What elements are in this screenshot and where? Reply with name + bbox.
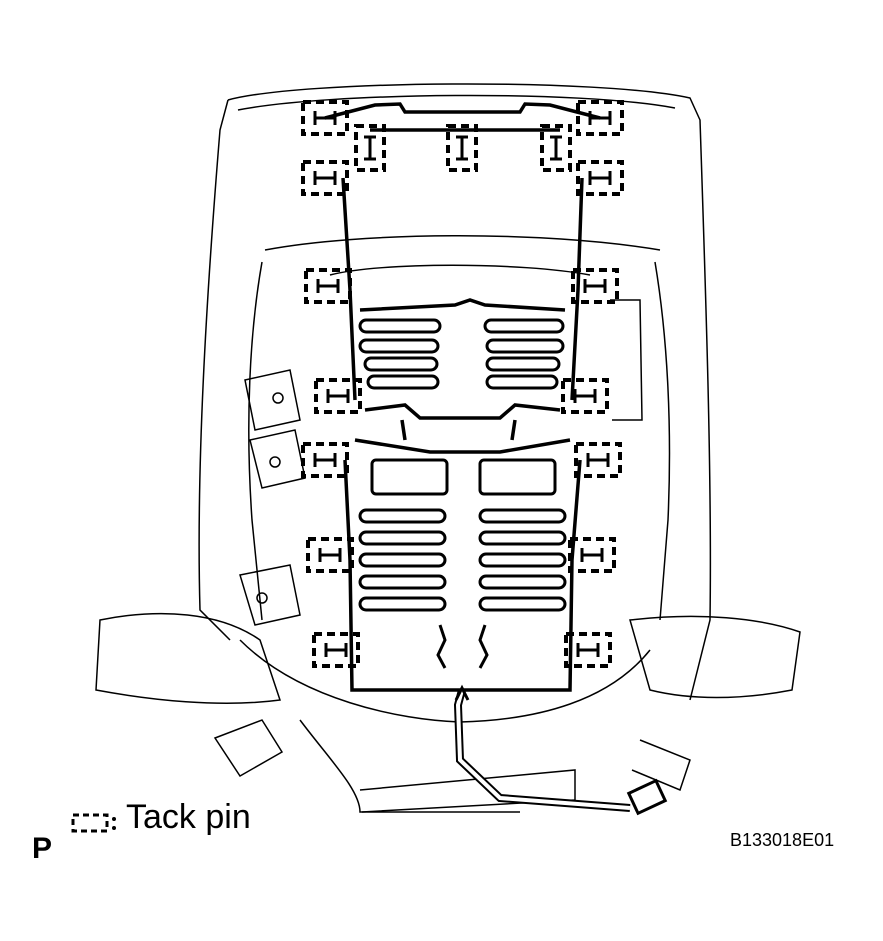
seat-back-outline bbox=[95, 83, 801, 813]
heater-element bbox=[324, 102, 601, 692]
heater-connector-cable bbox=[453, 684, 668, 816]
tack-pin-icon bbox=[304, 268, 352, 304]
tack-pin-icon bbox=[354, 124, 386, 172]
heater-slots bbox=[358, 318, 567, 669]
tack-pin-icon bbox=[561, 378, 609, 414]
panel-letter: P bbox=[32, 832, 53, 865]
tack-pin-icon bbox=[568, 537, 616, 573]
legend-label: Tack pin bbox=[126, 798, 251, 836]
tack-pin-icon bbox=[306, 537, 354, 573]
tack-pin-icon bbox=[564, 632, 612, 668]
tack-pin-icon bbox=[576, 160, 624, 196]
tack-pin-legend-icon bbox=[71, 813, 116, 833]
tack-pin-icon bbox=[301, 160, 349, 196]
figure-code: B133018E01 bbox=[730, 830, 835, 850]
tack-pin-icon bbox=[540, 124, 572, 172]
tack-pin-icon bbox=[301, 442, 349, 478]
tack-pin-icon bbox=[574, 442, 622, 478]
tack-pin-icon bbox=[446, 124, 478, 172]
tack-pin-icon bbox=[576, 100, 624, 136]
tack-pin-icon bbox=[301, 100, 349, 136]
